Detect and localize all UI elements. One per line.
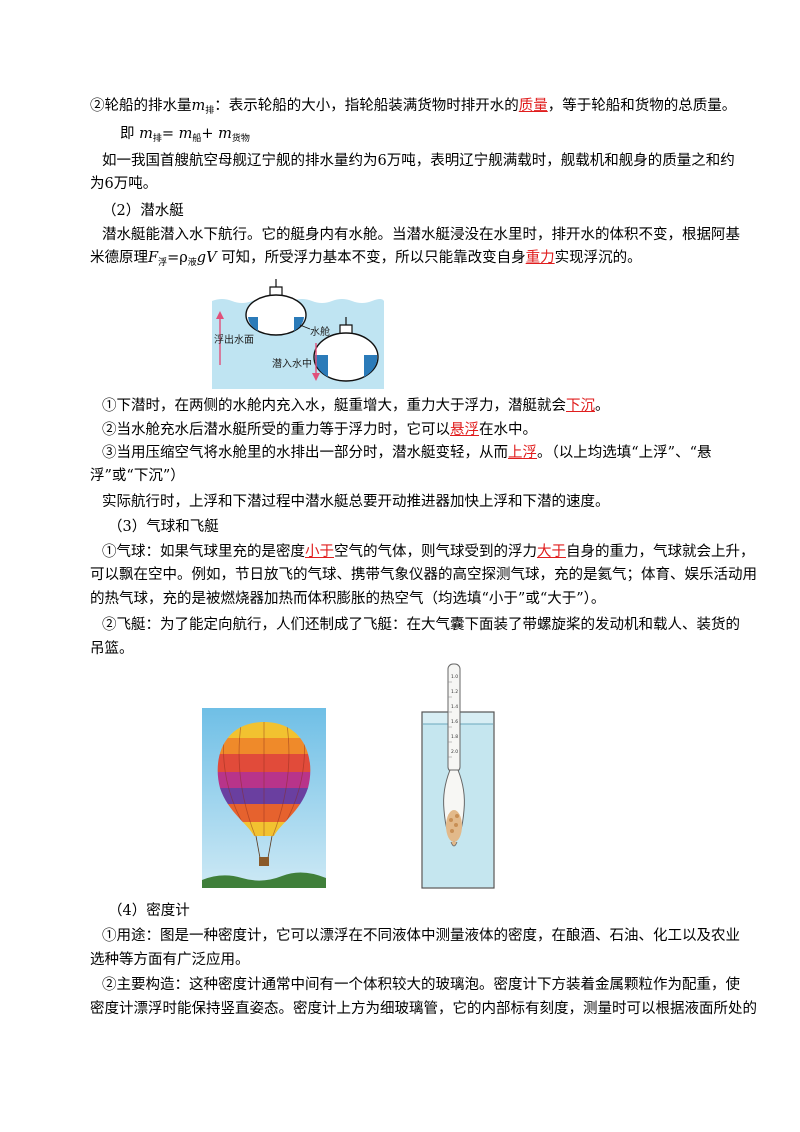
ship-formula: 即 m排= m船+ m货物 (120, 126, 250, 144)
answer-rise: 上浮 (508, 445, 537, 461)
answer-mass: 质量 (518, 98, 548, 114)
scale-mark-label: 1.0 (451, 674, 458, 680)
balloon-line-3: 的热气球，充的是被燃烧器加热而体积膨胀的热空气（均选填“小于”或“大于”）。 (90, 591, 606, 607)
hydrometer-use-line-1: ①用途：图是一种密度计，它可以漂浮在不同液体中测量液体的密度，在酿酒、石油、化工… (102, 928, 740, 944)
balloon-line-1: ①气球：如果气球里充的是密度小于空气的气体，则气球受到的浮力大于自身的重力，气球… (102, 544, 755, 560)
scale-mark-label: 2.0 (451, 749, 458, 755)
hydrometer-stem (447, 663, 461, 773)
submarine-heading: （2）潜水艇 (102, 203, 184, 219)
submarine-para-line-1: 潜水艇能潜入水下航行。它的艇身内有水舱。当潜水艇浸没在水里时，排开水的体积不变，… (102, 227, 740, 243)
answer-less: 小于 (305, 544, 334, 560)
answer-gravity: 重力 (525, 250, 555, 266)
airship-line-1: ②飞艇：为了能定向航行，人们还制成了飞艇：在大气囊下面装了带螺旋桨的发动机和载人… (102, 617, 740, 633)
scale-mark-label: 1.2 (451, 689, 458, 695)
submarine-note: 实际航行时，上浮和下潜过程中潜水艇总要开动推进器加快上浮和下潜的速度。 (102, 494, 610, 510)
hydrometer-heading: （4）密度计 (108, 903, 190, 919)
scale-mark-label: 1.6 (451, 719, 458, 725)
hydrometer-use-line-2: 选种等方面有广泛应用。 (90, 952, 250, 968)
balloon-basket (259, 857, 269, 866)
submarine-submerging-icon (313, 317, 379, 382)
balloon-line-2: 可以飘在空中。例如，节日放飞的气球、携带气象仪器的高空探测气球，充的是氦气；体育… (90, 567, 757, 583)
hot-air-balloon-photo (202, 708, 326, 888)
balloon-heading: （3）气球和飞艇 (108, 519, 219, 535)
metal-weights (446, 810, 462, 842)
ship-example-line-2: 为6万吨。 (90, 176, 158, 192)
hydrometer-structure-line-1: ②主要构造：这种密度计通常中间有一个体积较大的玻璃泡。密度计下方装着金属颗粒作为… (102, 977, 740, 993)
scale-mark-label: 1.8 (451, 734, 458, 740)
label-water-tank: 水舱 (310, 325, 330, 338)
answer-sink: 下沉 (566, 398, 595, 414)
airship-line-2: 吊篮。 (90, 641, 134, 657)
ship-example-line-1: 如一我国首艘航空母舰辽宁舰的排水量约为6万吨，表明辽宁舰满载时，舰载机和舰身的质… (102, 153, 735, 169)
submarine-item-2: ②当水舱充水后潜水艇所受的重力等于浮力时，它可以悬浮在水中。 (102, 422, 537, 438)
hydrometer-structure-line-2: 密度计漂浮时能保持竖直姿态。密度计上方为细玻璃管，它的内部标有刻度，测量时可以根… (90, 1001, 757, 1017)
submarine-item-3-cont: 浮”或“下沉”） (90, 468, 185, 484)
label-surfacing: 浮出水面 (214, 333, 254, 346)
scale-labels: 1.0 1.2 1.4 1.6 1.8 2.0 (448, 674, 458, 758)
ship-displacement-line: ②轮船的排水量m排：表示轮船的大小，指轮船装满货物时排开水的质量，等于轮船和货物… (90, 98, 737, 116)
label-submerging: 潜入水中 (272, 357, 312, 370)
submarine-surfacing-icon (245, 279, 307, 336)
answer-greater: 大于 (537, 544, 566, 560)
answer-suspend: 悬浮 (450, 422, 479, 438)
submarine-para-line-2: 米德原理F浮=ρ液gV 可知，所受浮力基本不变，所以只能靠改变自身重力实现浮沉的… (90, 250, 642, 268)
scale-mark-label: 1.4 (451, 704, 458, 710)
submarine-item-1: ①下潜时，在两侧的水舱内充入水，艇重增大，重力大于浮力，潜艇就会下沉。 (102, 398, 610, 414)
tree-line (202, 872, 326, 888)
submarine-item-3: ③当用压缩空气将水舱里的水排出一部分时，潜水艇变轻，从而上浮。（以上均选填“上浮… (102, 445, 712, 461)
hydrometer-figure: 1.0 1.2 1.4 1.6 1.8 2.0 (421, 663, 495, 889)
submarine-figure: 水舱 浮出水面 潜入水中 (212, 277, 384, 389)
